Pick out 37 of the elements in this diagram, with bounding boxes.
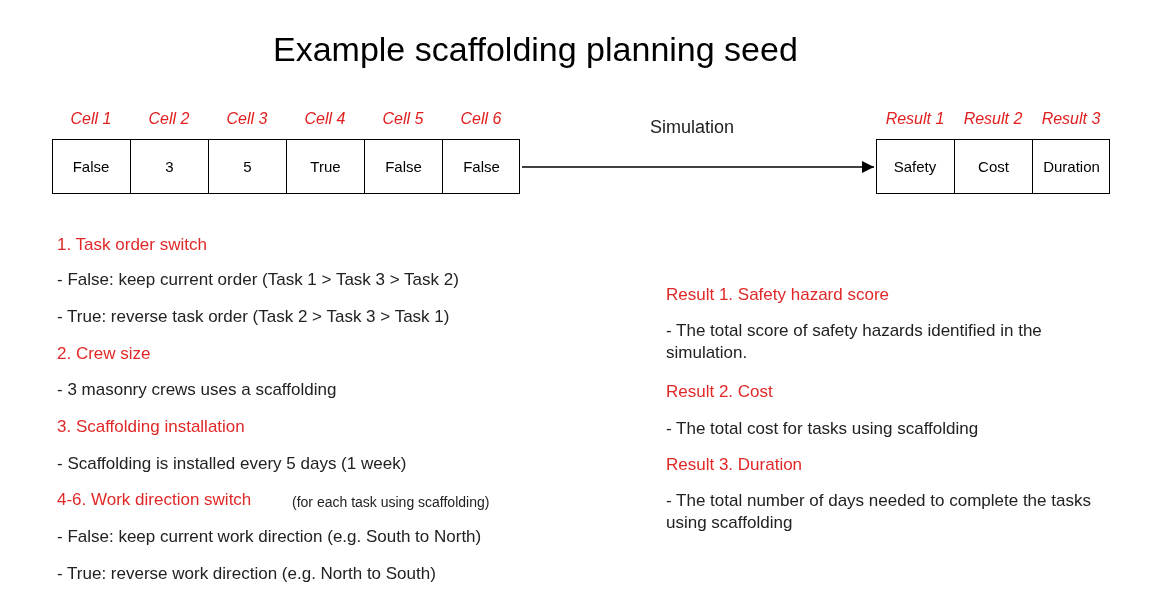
table-cell-text: Safety: [892, 157, 938, 177]
column-heading: Cell 2: [147, 110, 191, 128]
section-heading: Result 3. Duration: [666, 454, 804, 476]
description-text: - False: keep current order (Task 1 > Task 3 > Task 2): [57, 269, 460, 291]
description-text: - True: reverse work direction (e.g. North to South): [57, 563, 437, 585]
description-text: - True: reverse task order (Task 2 > Task 3 > Task 1): [57, 306, 451, 328]
table-cell: True: [286, 139, 364, 194]
table-cell: 3: [130, 139, 208, 194]
description-text: - 3 masonry crews uses a scaffolding: [57, 379, 338, 401]
title: Example scaffolding planning seed: [273, 30, 798, 69]
section-heading: Result 2. Cost: [666, 381, 774, 403]
section-heading: 2. Crew size: [57, 343, 152, 365]
column-heading: Cell 3: [225, 110, 269, 128]
arrow: [521, 161, 875, 173]
description-text: - The total score of safety hazards identified in the simulation.: [666, 320, 1043, 364]
description-text: - False: keep current work direction (e.g. South to North): [57, 526, 483, 548]
section-heading: Result 1. Safety hazard score: [666, 284, 890, 306]
column-heading: Result 3: [1040, 110, 1102, 128]
column-heading: Cell 1: [69, 110, 113, 128]
description-text: - The total number of days needed to complete the tasks using scaffolding: [666, 490, 1092, 534]
table-cell: Duration: [1032, 139, 1110, 194]
note-text: (for each task using scaffolding): [292, 493, 491, 512]
column-heading: Cell 4: [303, 110, 347, 128]
description-text: - Scaffolding is installed every 5 days (1 week): [57, 453, 408, 475]
section-heading: 1. Task order switch: [57, 234, 208, 256]
column-heading: Cell 5: [381, 110, 425, 128]
table-cell: 5: [208, 139, 286, 194]
table-cell: False: [442, 139, 520, 194]
section-heading: 4-6. Work direction switch: [57, 489, 253, 511]
description-text: - The total cost for tasks using scaffolding: [666, 418, 980, 440]
section-heading: 3. Scaffolding installation: [57, 416, 246, 438]
table-cell-text: False: [71, 157, 111, 177]
table-cell: Cost: [954, 139, 1032, 194]
column-heading: Result 2: [962, 110, 1024, 128]
column-heading: Result 1: [884, 110, 946, 128]
column-heading: Cell 6: [459, 110, 503, 128]
table-cell: False: [364, 139, 442, 194]
